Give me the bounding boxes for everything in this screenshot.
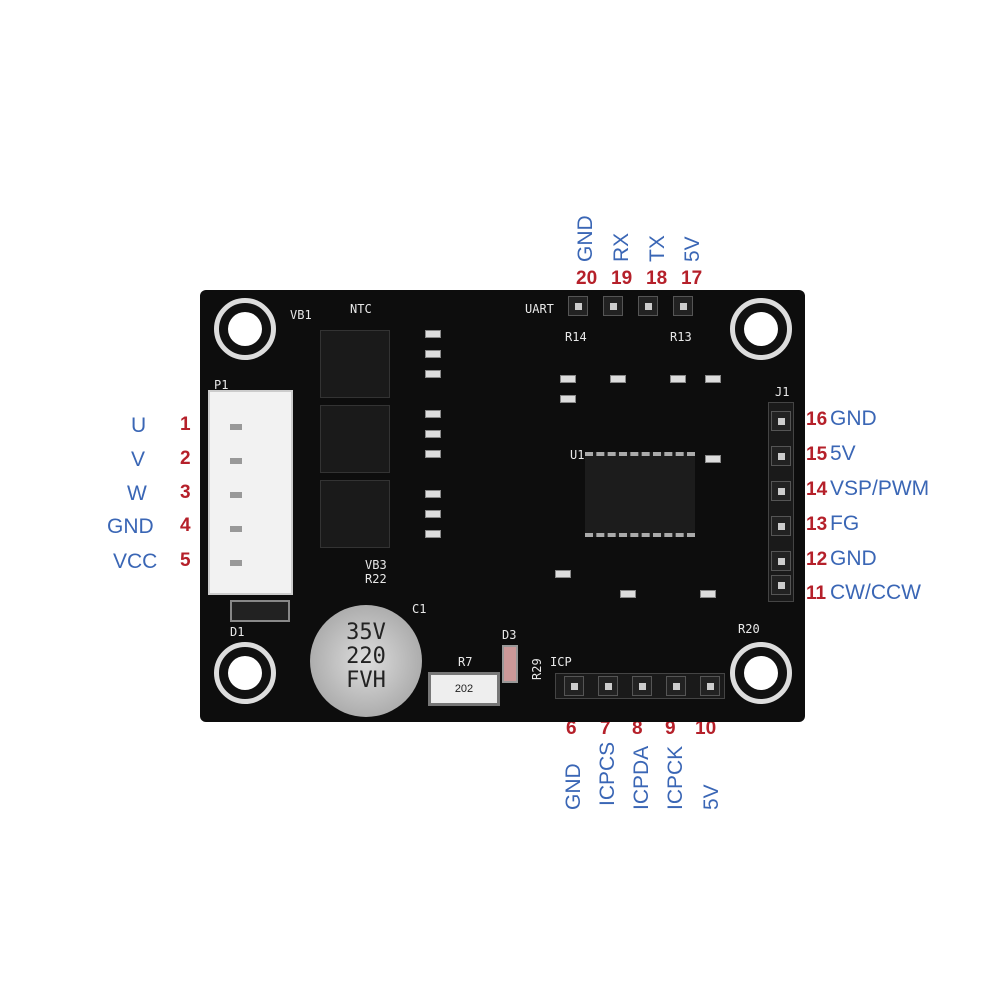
pin-label: TX xyxy=(646,235,669,262)
pin-number: 11 xyxy=(806,583,827,604)
pin-number: 18 xyxy=(646,268,668,289)
pin-number: 2 xyxy=(180,448,191,469)
pin-label: ICPCS xyxy=(596,741,619,806)
mounting-hole xyxy=(214,298,276,360)
pin-number: 12 xyxy=(806,549,828,570)
mounting-hole xyxy=(730,642,792,704)
capacitor-c1: 35V 220 FVH xyxy=(310,605,422,717)
silk-uart: UART xyxy=(525,302,554,316)
silk-c1: C1 xyxy=(412,602,427,616)
diode-d1 xyxy=(230,600,290,622)
pin-label: W xyxy=(127,482,147,505)
silk-j1: J1 xyxy=(775,385,790,399)
mosfet xyxy=(320,480,390,548)
silk-r20: R20 xyxy=(738,622,760,636)
pin-label: U xyxy=(131,414,147,437)
icp-header xyxy=(555,673,725,699)
capacitor-value: 220 xyxy=(346,644,386,669)
pin-label: VSP/PWM xyxy=(830,477,930,500)
silk-vb3: VB3 xyxy=(365,558,387,572)
pin-number: 20 xyxy=(576,268,598,289)
p1-connector xyxy=(208,390,293,595)
silk-d3: D3 xyxy=(502,628,517,642)
silk-r22: R22 xyxy=(365,572,387,586)
silk-u1: U1 xyxy=(570,448,585,462)
capacitor-series: FVH xyxy=(346,668,386,693)
resistor-r7: 202 xyxy=(428,672,500,706)
pin-number: 13 xyxy=(806,514,828,535)
pin-label: 5V xyxy=(681,236,704,262)
pin-number: 16 xyxy=(806,409,828,430)
pin-number: 1 xyxy=(180,414,191,435)
mounting-hole xyxy=(730,298,792,360)
silk-r29: R29 xyxy=(530,658,544,680)
pin-number: 4 xyxy=(180,515,191,536)
silk-ntc: NTC xyxy=(350,302,372,316)
pin-label: FG xyxy=(830,512,860,535)
pin-number: 5 xyxy=(180,550,191,571)
pin-number: 7 xyxy=(600,718,611,739)
j1-header xyxy=(768,402,794,602)
pin-number: 6 xyxy=(566,718,577,739)
silk-r13: R13 xyxy=(670,330,692,344)
capacitor-voltage: 35V xyxy=(346,620,386,645)
pin-label: ICPDA xyxy=(630,745,653,810)
silk-d1: D1 xyxy=(230,625,245,639)
pin-number: 10 xyxy=(695,718,717,739)
pin-label: ICPCK xyxy=(664,745,687,810)
pin-label: 5V xyxy=(700,784,723,810)
mosfet xyxy=(320,330,390,398)
pin-number: 8 xyxy=(632,718,643,739)
led-d3 xyxy=(502,645,518,683)
silk-r14: R14 xyxy=(565,330,587,344)
pin-label: V xyxy=(131,448,146,471)
silk-vb1: VB1 xyxy=(290,308,312,322)
pin-label: GND xyxy=(830,547,877,570)
pin-label: GND xyxy=(562,763,585,810)
pin-number: 17 xyxy=(681,268,703,289)
pin-number: 14 xyxy=(806,479,828,500)
mosfet xyxy=(320,405,390,473)
pin-number: 15 xyxy=(806,444,828,465)
silk-r7: R7 xyxy=(458,655,473,669)
pin-label: GND xyxy=(830,407,877,430)
pin-label: RX xyxy=(610,232,633,262)
u1-chip xyxy=(585,452,695,537)
pin-number: 9 xyxy=(665,718,676,739)
pin-number: 19 xyxy=(611,268,633,289)
pin-label: CW/CCW xyxy=(830,581,921,604)
pcb-board: P1 VB1 NTC VB3 R22 UART R14 R13 U1 J1 R2… xyxy=(200,290,805,722)
silk-p1: P1 xyxy=(214,378,229,392)
pin-number: 3 xyxy=(180,482,191,503)
mounting-hole xyxy=(214,642,276,704)
pin-label: GND xyxy=(107,515,154,538)
silk-icp: ICP xyxy=(550,655,572,669)
pin-label: VCC xyxy=(113,550,158,573)
pin-label: 5V xyxy=(830,442,856,465)
pin-label: GND xyxy=(574,215,597,262)
